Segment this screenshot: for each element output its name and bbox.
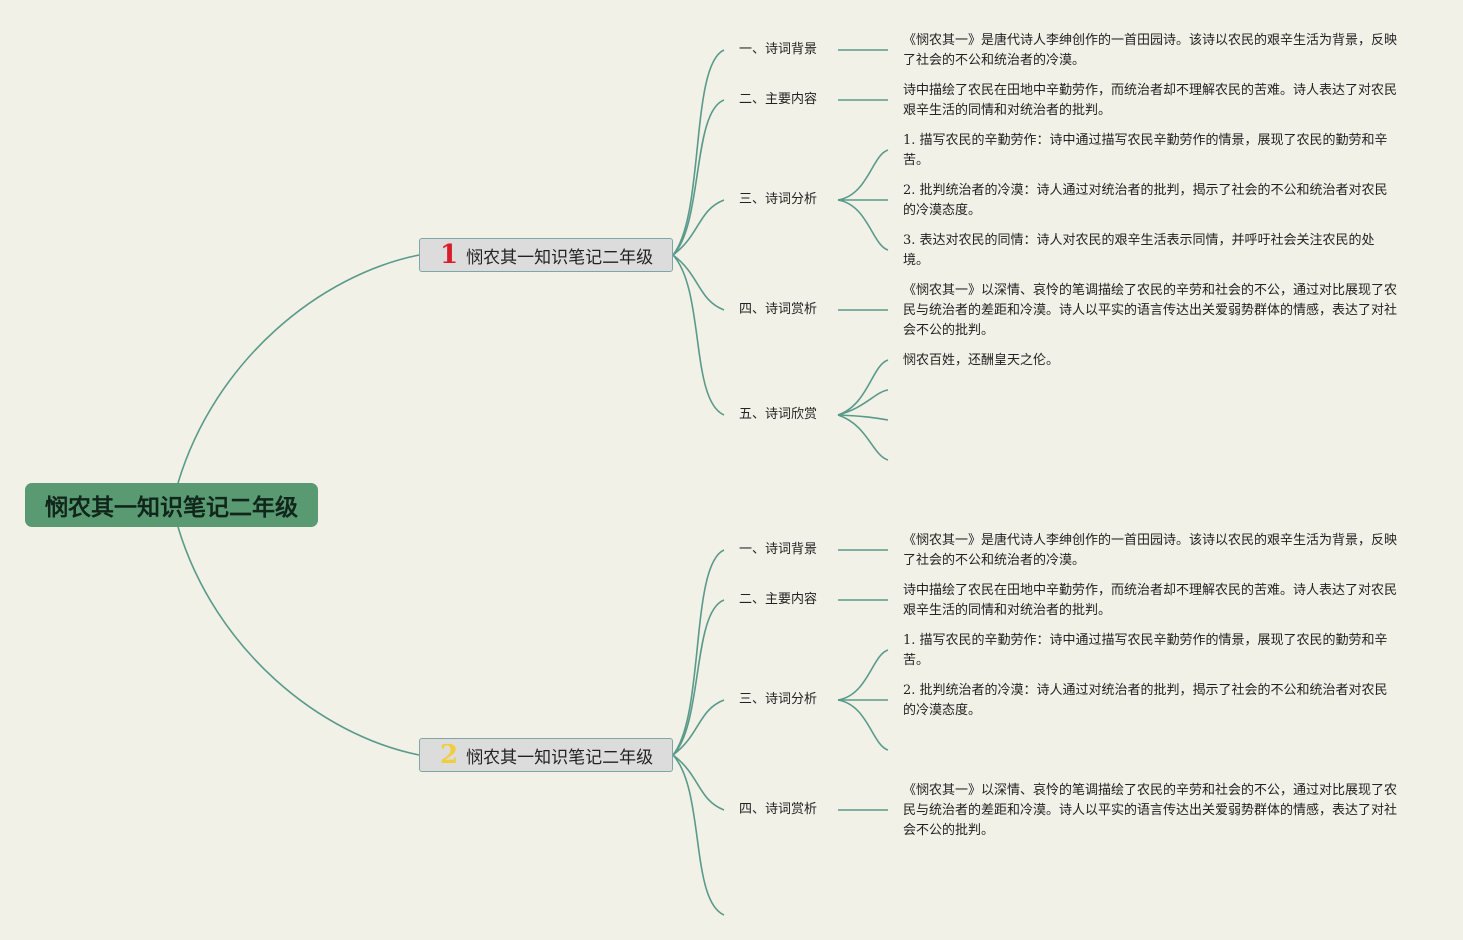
root-node[interactable]: 悯农其一知识笔记二年级 [25,483,318,527]
topic-b2-background[interactable]: 一、诗词背景 [739,542,818,557]
topic-b1-content[interactable]: 二、主要内容 [739,92,818,107]
leaf-b1-enjoyment[interactable]: 悯农百姓，还酬皇天之伦。 [903,353,1060,368]
branch-title-1: 悯农其一知识笔记二年级 [466,247,654,268]
branch-node-2[interactable]: 2 悯农其一知识笔记二年级 [419,738,673,772]
leaf-b2-appreciation[interactable]: 《悯农其一》以深情、哀怜的笔调描绘了农民的辛劳和社会的不公，通过对比展现了农民与… [903,783,1398,838]
root-connector-2 [177,526,420,756]
leaf-b1-analysis-2[interactable]: 2. 批判统治者的冷漠：诗人通过对统治者的批判，揭示了社会的不公和统治者对农民的… [903,183,1388,218]
branch-number-2: 2 [440,740,459,770]
topic-b1-enjoyment[interactable]: 五、诗词欣赏 [739,407,818,422]
leaf-b1-background[interactable]: 《悯农其一》是唐代诗人李绅创作的一首田园诗。该诗以农民的艰辛生活为背景，反映了社… [903,33,1398,68]
leaf-b1-analysis-3[interactable]: 3. 表达对农民的同情：诗人对农民的艰辛生活表示同情，并呼吁社会关注农民的处境。 [903,233,1375,268]
leaf-b2-analysis-2[interactable]: 2. 批判统治者的冷漠：诗人通过对统治者的批判，揭示了社会的不公和统治者对农民的… [903,683,1388,718]
branch-node-1[interactable]: 1 悯农其一知识笔记二年级 [419,238,673,272]
topic-b1-analysis[interactable]: 三、诗词分析 [739,192,818,207]
branch-title-2: 悯农其一知识笔记二年级 [466,747,654,768]
branch-number-1: 1 [440,240,459,270]
topic-b1-appreciation[interactable]: 四、诗词赏析 [739,302,818,317]
topic-b2-appreciation[interactable]: 四、诗词赏析 [739,802,818,817]
leaf-b1-content[interactable]: 诗中描绘了农民在田地中辛勤劳作，而统治者却不理解农民的苦难。诗人表达了对农民艰辛… [903,83,1398,118]
root-connector-1 [177,254,420,484]
topic-b2-content[interactable]: 二、主要内容 [739,592,818,607]
leaf-b2-content[interactable]: 诗中描绘了农民在田地中辛勤劳作，而统治者却不理解农民的苦难。诗人表达了对农民艰辛… [903,583,1398,618]
topic-b2-analysis[interactable]: 三、诗词分析 [739,692,818,707]
leaf-b2-analysis-1[interactable]: 1. 描写农民的辛勤劳作：诗中通过描写农民辛勤劳作的情景，展现了农民的勤劳和辛苦… [903,633,1388,668]
topic-b1-background[interactable]: 一、诗词背景 [739,42,818,57]
leaf-b2-background[interactable]: 《悯农其一》是唐代诗人李绅创作的一首田园诗。该诗以农民的艰辛生活为背景，反映了社… [903,533,1398,568]
leaf-b1-appreciation[interactable]: 《悯农其一》以深情、哀怜的笔调描绘了农民的辛劳和社会的不公，通过对比展现了农民与… [903,283,1398,338]
root-title: 悯农其一知识笔记二年级 [45,495,298,521]
leaf-b1-analysis-1[interactable]: 1. 描写农民的辛勤劳作：诗中通过描写农民辛勤劳作的情景，展现了农民的勤劳和辛苦… [903,133,1388,168]
